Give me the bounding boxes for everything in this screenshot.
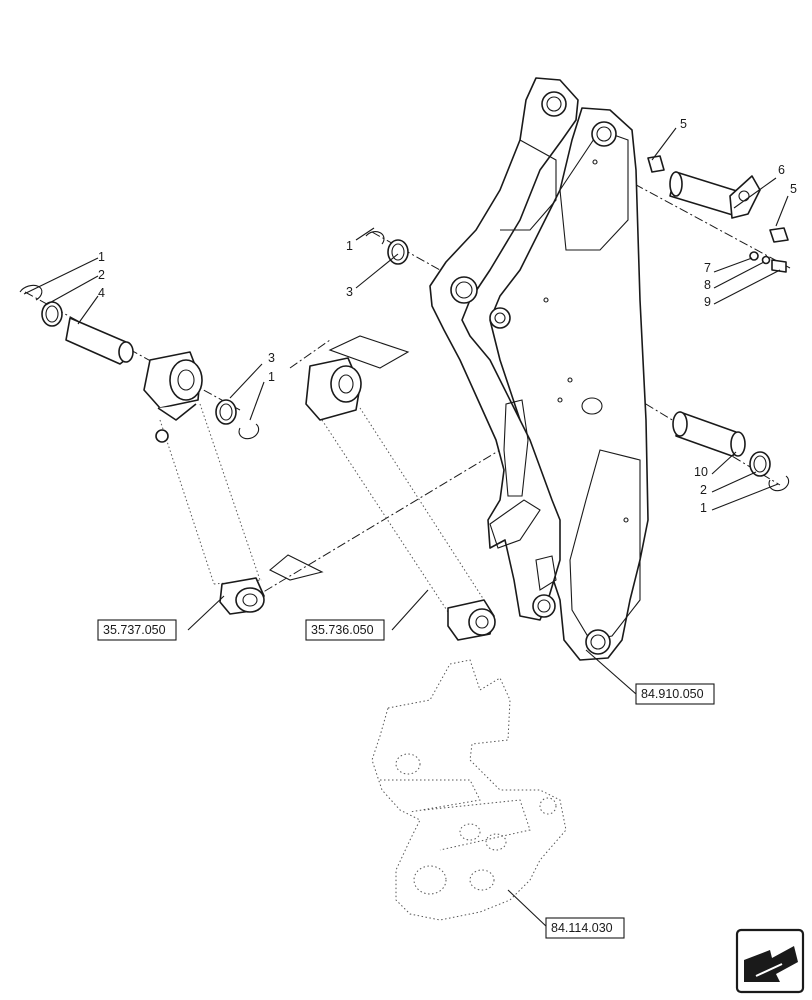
reference-label: 35.737.050	[103, 623, 166, 637]
callout-2-left: 2	[98, 268, 105, 282]
callout-3-mid: 3	[268, 351, 275, 365]
callout-2-lower: 2	[700, 483, 707, 497]
reference-35-737-050[interactable]: 35.737.050	[97, 619, 177, 641]
boom-arm-front	[429, 77, 579, 621]
quick-coupler	[371, 659, 567, 929]
callout-1-lower: 1	[700, 501, 707, 515]
callout-8: 8	[704, 278, 711, 292]
cylinder-left	[143, 351, 265, 631]
boom-arm	[489, 107, 649, 661]
cylinder-middle	[269, 335, 496, 641]
reference-84-114-030[interactable]: 84.114.030	[545, 917, 625, 939]
callout-6: 6	[778, 163, 785, 177]
callout-9: 9	[704, 295, 711, 309]
callout-5-right: 5	[790, 182, 797, 196]
callout-3-top: 3	[346, 285, 353, 299]
callout-labels: 1 2 4 3 1 1 3 5 6 5 7 8 9 10 2 1	[98, 117, 797, 515]
reference-label: 84.114.030	[551, 921, 613, 935]
pin-set-top	[365, 231, 409, 265]
back-arrow-icon[interactable]	[735, 928, 805, 994]
reference-label: 84.910.050	[641, 687, 704, 701]
callout-1-top: 1	[346, 239, 353, 253]
pin-set-lower-right	[672, 411, 790, 492]
reference-84-910-050[interactable]: 84.910.050	[635, 683, 715, 705]
callout-4-left: 4	[98, 286, 105, 300]
callout-1-left: 1	[98, 250, 105, 264]
callout-5-upper: 5	[680, 117, 687, 131]
callout-10: 10	[694, 465, 708, 479]
reference-35-736-050[interactable]: 35.736.050	[305, 619, 385, 641]
callout-1-mid: 1	[268, 370, 275, 384]
pin-set-left	[19, 284, 260, 440]
pin-set-upper-right	[647, 155, 789, 273]
leader-lines	[23, 127, 789, 695]
reference-label: 35.736.050	[311, 623, 374, 637]
center-lines	[24, 159, 791, 601]
callout-7: 7	[704, 261, 711, 275]
